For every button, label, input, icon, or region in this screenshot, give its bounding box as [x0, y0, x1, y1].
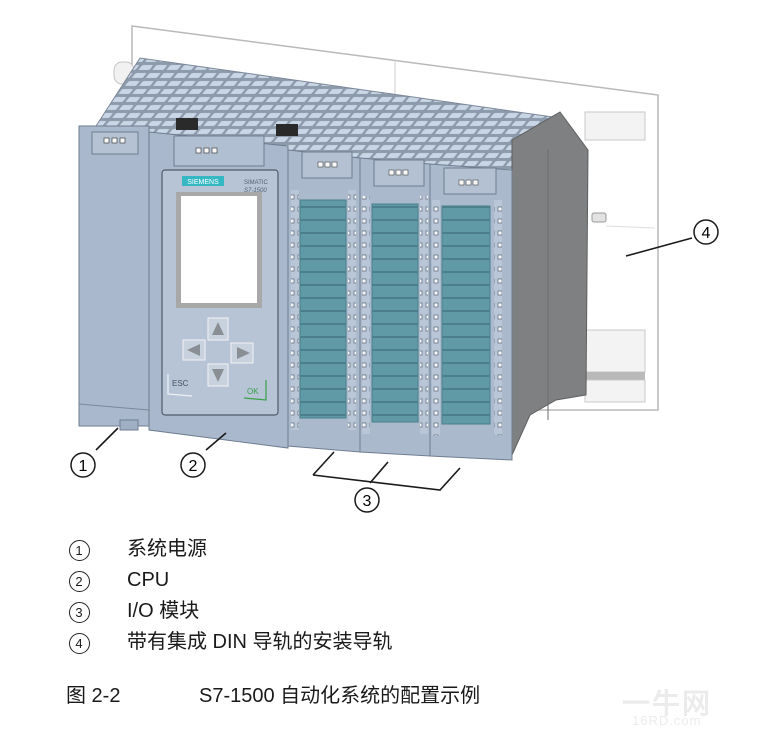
side-cover [511, 111, 589, 456]
legend-number: 3 [68, 602, 90, 623]
svg-text:4: 4 [702, 225, 711, 242]
legend-item-mounting-rail: 4 带有集成 DIN 导轨的安装导轨 [66, 629, 566, 660]
legend-number: 2 [68, 571, 90, 592]
legend-number: 4 [68, 633, 90, 654]
legend-item-power-supply: 1 系统电源 [66, 536, 566, 567]
legend-item-cpu: 2 CPU [66, 567, 566, 598]
caption-title: S7-1500 自动化系统的配置示例 [199, 685, 481, 707]
leader-lines [95, 237, 693, 491]
cpu-nav-keys [182, 317, 254, 387]
callout-4: 4 [693, 219, 719, 245]
svg-text:ESC: ESC [172, 379, 189, 388]
s7-1500-configuration-figure: SIEMENS SIMATIC S7-1500 ESC OK [70, 25, 719, 513]
io-module-2 [359, 157, 431, 457]
io-module-3 [429, 163, 513, 461]
svg-text:3: 3 [363, 493, 372, 510]
legend-text: I/O 模块 [127, 600, 200, 622]
callout-2: 2 [180, 452, 206, 478]
svg-text:OK: OK [247, 387, 259, 396]
svg-text:2: 2 [189, 458, 198, 475]
legend-text: CPU [127, 569, 170, 591]
svg-text:SIEMENS: SIEMENS [187, 179, 219, 186]
caption-label: 图 2-2 [66, 685, 121, 707]
watermark-logo: 一牛网 [622, 688, 713, 719]
legend-text: 带有集成 DIN 导轨的安装导轨 [127, 631, 393, 653]
watermark-url: 16RD.com [632, 713, 702, 728]
io-module-1 [287, 149, 361, 453]
callout-1: 1 [70, 452, 96, 478]
legend-number: 1 [68, 540, 90, 561]
cpu-module: SIEMENS SIMATIC S7-1500 ESC OK [148, 118, 298, 449]
legend-item-io-modules: 3 I/O 模块 [66, 598, 566, 629]
callout-3: 3 [354, 487, 380, 513]
legend-text: 系统电源 [127, 538, 207, 560]
power-supply-module [78, 125, 150, 431]
svg-text:SIMATIC: SIMATIC [244, 180, 269, 186]
watermark: 一牛网 16RD.com [612, 682, 762, 732]
svg-text:S7-1500: S7-1500 [244, 188, 267, 194]
svg-text:1: 1 [79, 458, 88, 475]
figure-legend: 1 系统电源 2 CPU 3 I/O 模块 4 带有集成 DIN 导轨的安装导轨 [66, 536, 566, 660]
